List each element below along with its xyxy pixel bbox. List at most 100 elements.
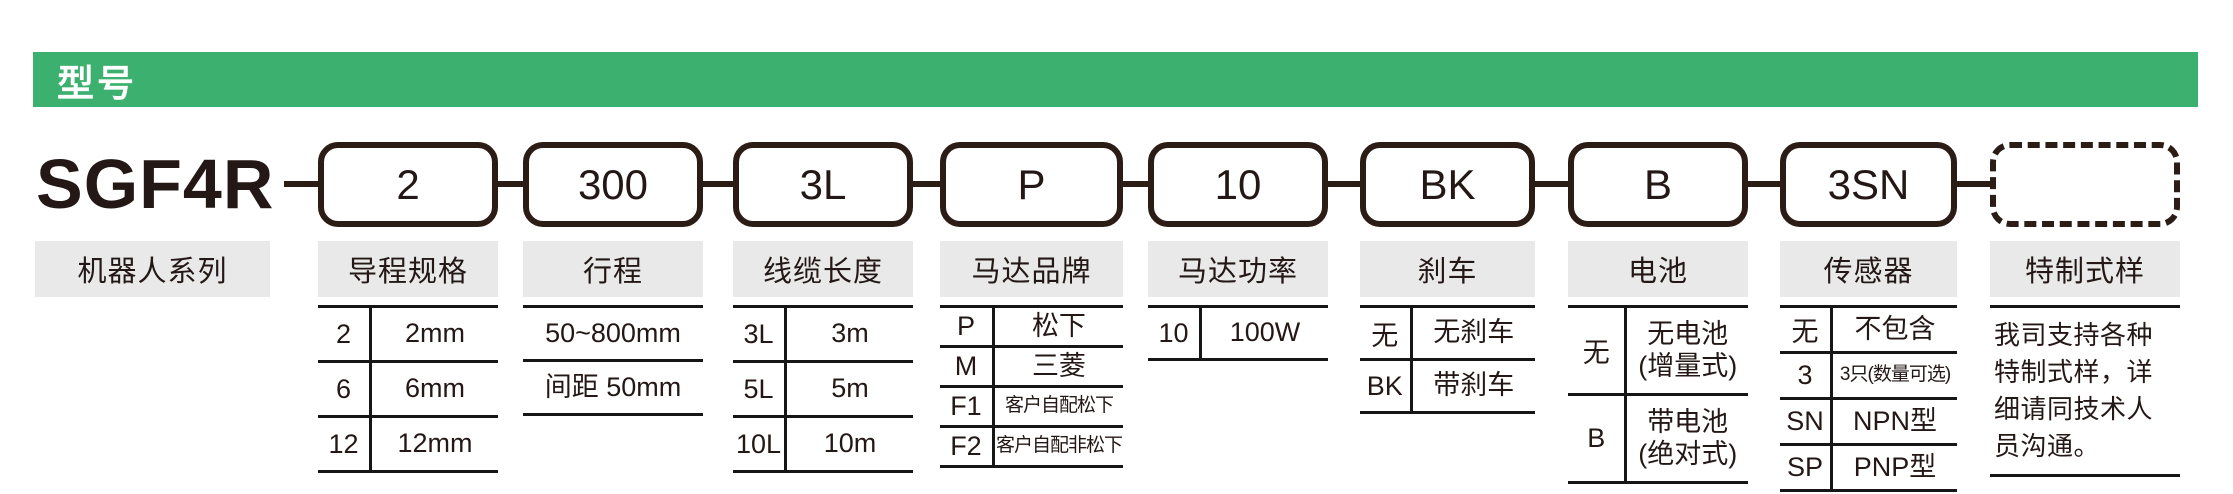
special-note: 我司支持各种特制式样，详细请同技术人员沟通。	[1990, 305, 2180, 477]
value-cell: 带刹车	[1433, 370, 1515, 401]
code-cell: F1	[940, 388, 995, 425]
table-row: BK 带刹车	[1360, 361, 1535, 414]
table-row: 5L 5m	[733, 363, 913, 418]
table-row: 10 100W	[1148, 308, 1328, 361]
table-row: 无不包含	[1780, 308, 1957, 354]
connector-line	[913, 181, 940, 187]
code-cell: 无	[1780, 308, 1834, 351]
model-code-box-blank	[1990, 142, 2180, 227]
code-cell: SN	[1780, 400, 1834, 443]
value-cell: 2mm	[405, 318, 465, 349]
code-cell: 无	[1360, 308, 1413, 358]
value-cell: 12mm	[397, 428, 473, 459]
code-cell: 无	[1568, 308, 1628, 393]
value-cell: 无电池 (增量式)	[1638, 318, 1738, 381]
category-label: 传感器	[1780, 241, 1957, 297]
series-code: SGF4R	[36, 145, 275, 223]
connector-line	[1535, 181, 1568, 187]
category-label: 导程规格	[318, 241, 498, 297]
value-cell: 不包含	[1854, 313, 1936, 344]
section-header: 型号	[33, 52, 2198, 107]
spec-table: 10 100W	[1148, 305, 1328, 361]
code-cell: 3L	[733, 308, 787, 360]
code-cell: 6	[318, 363, 372, 415]
code-cell: B	[1568, 396, 1628, 481]
value-cell: PNP型	[1853, 451, 1937, 482]
table-row: 12 12mm	[318, 418, 498, 473]
segment-马达功率: 10 马达功率 10 100W	[1148, 0, 1328, 494]
category-label: 马达品牌	[940, 241, 1123, 297]
value-cell: 5m	[831, 373, 869, 404]
value-cell: 3只(数量可选)	[1839, 364, 1951, 386]
table-row: 3L 3m	[733, 308, 913, 363]
table-row: 无无刹车	[1360, 308, 1535, 361]
model-code-box: 2	[318, 142, 498, 227]
table-row: 无无电池 (增量式)	[1568, 308, 1748, 396]
value-cell: NPN型	[1853, 405, 1938, 436]
connector-line	[1957, 181, 1990, 187]
model-code-box: 10	[1148, 142, 1328, 227]
model-code-box: 3L	[733, 142, 913, 227]
connector-line	[703, 181, 733, 187]
value-cell: 客户自配松下	[1004, 395, 1114, 417]
spec-table: 50~800mm 间距 50mm	[523, 305, 703, 416]
code-cell: 12	[318, 418, 372, 470]
table-row: F1 客户自配松下	[940, 388, 1123, 428]
table-row: M 三菱	[940, 348, 1123, 388]
value-cell: 3m	[831, 318, 869, 349]
section-title: 型号	[57, 62, 137, 104]
segment-行程: 300 行程 50~800mm 间距 50mm	[523, 0, 703, 494]
code-cell: P	[940, 308, 995, 345]
connector-line	[1748, 181, 1780, 187]
code-cell: 3	[1780, 354, 1834, 397]
category-label: 刹车	[1360, 241, 1535, 297]
category-label: 线缆长度	[733, 241, 913, 297]
code-cell: SP	[1780, 446, 1834, 489]
value-cell: 三菱	[1031, 350, 1086, 381]
code-cell: F2	[940, 428, 995, 465]
value-cell: 6mm	[405, 373, 465, 404]
table-row: SP PNP型	[1780, 446, 1957, 492]
model-code-box: BK	[1360, 142, 1535, 227]
table-row: 间距 50mm	[523, 362, 703, 416]
spec-table: 2 2mm 6 6mm 12 12mm	[318, 305, 498, 473]
model-code-box: 300	[523, 142, 703, 227]
table-row: 2 2mm	[318, 308, 498, 363]
model-code-box: P	[940, 142, 1123, 227]
code-cell: M	[940, 348, 995, 385]
series-label: 机器人系列	[35, 241, 270, 297]
category-label: 电池	[1568, 241, 1748, 297]
value-cell: 50~800mm	[545, 317, 681, 348]
code-cell: 10	[1148, 308, 1202, 358]
segment-特制式样: 特制式样我司支持各种特制式样，详细请同技术人员沟通。	[1990, 0, 2180, 494]
value-cell: 客户自配非松下	[995, 435, 1123, 457]
category-label: 行程	[523, 241, 703, 297]
code-cell: 5L	[733, 363, 787, 415]
value-cell: 100W	[1229, 317, 1301, 348]
connector-line	[284, 181, 318, 187]
segment-导程规格: 2 导程规格 2 2mm 6 6mm 12 12mm	[318, 0, 498, 494]
category-label: 马达功率	[1148, 241, 1328, 297]
value-cell: 带电池 (绝对式)	[1638, 406, 1738, 469]
model-code-box: 3SN	[1780, 142, 1957, 227]
connector-line	[1123, 181, 1148, 187]
code-cell: 2	[318, 308, 372, 360]
value-cell: 10m	[823, 428, 877, 459]
table-row: 6 6mm	[318, 363, 498, 418]
code-cell: BK	[1360, 361, 1413, 411]
value-cell: 无刹车	[1433, 317, 1515, 348]
